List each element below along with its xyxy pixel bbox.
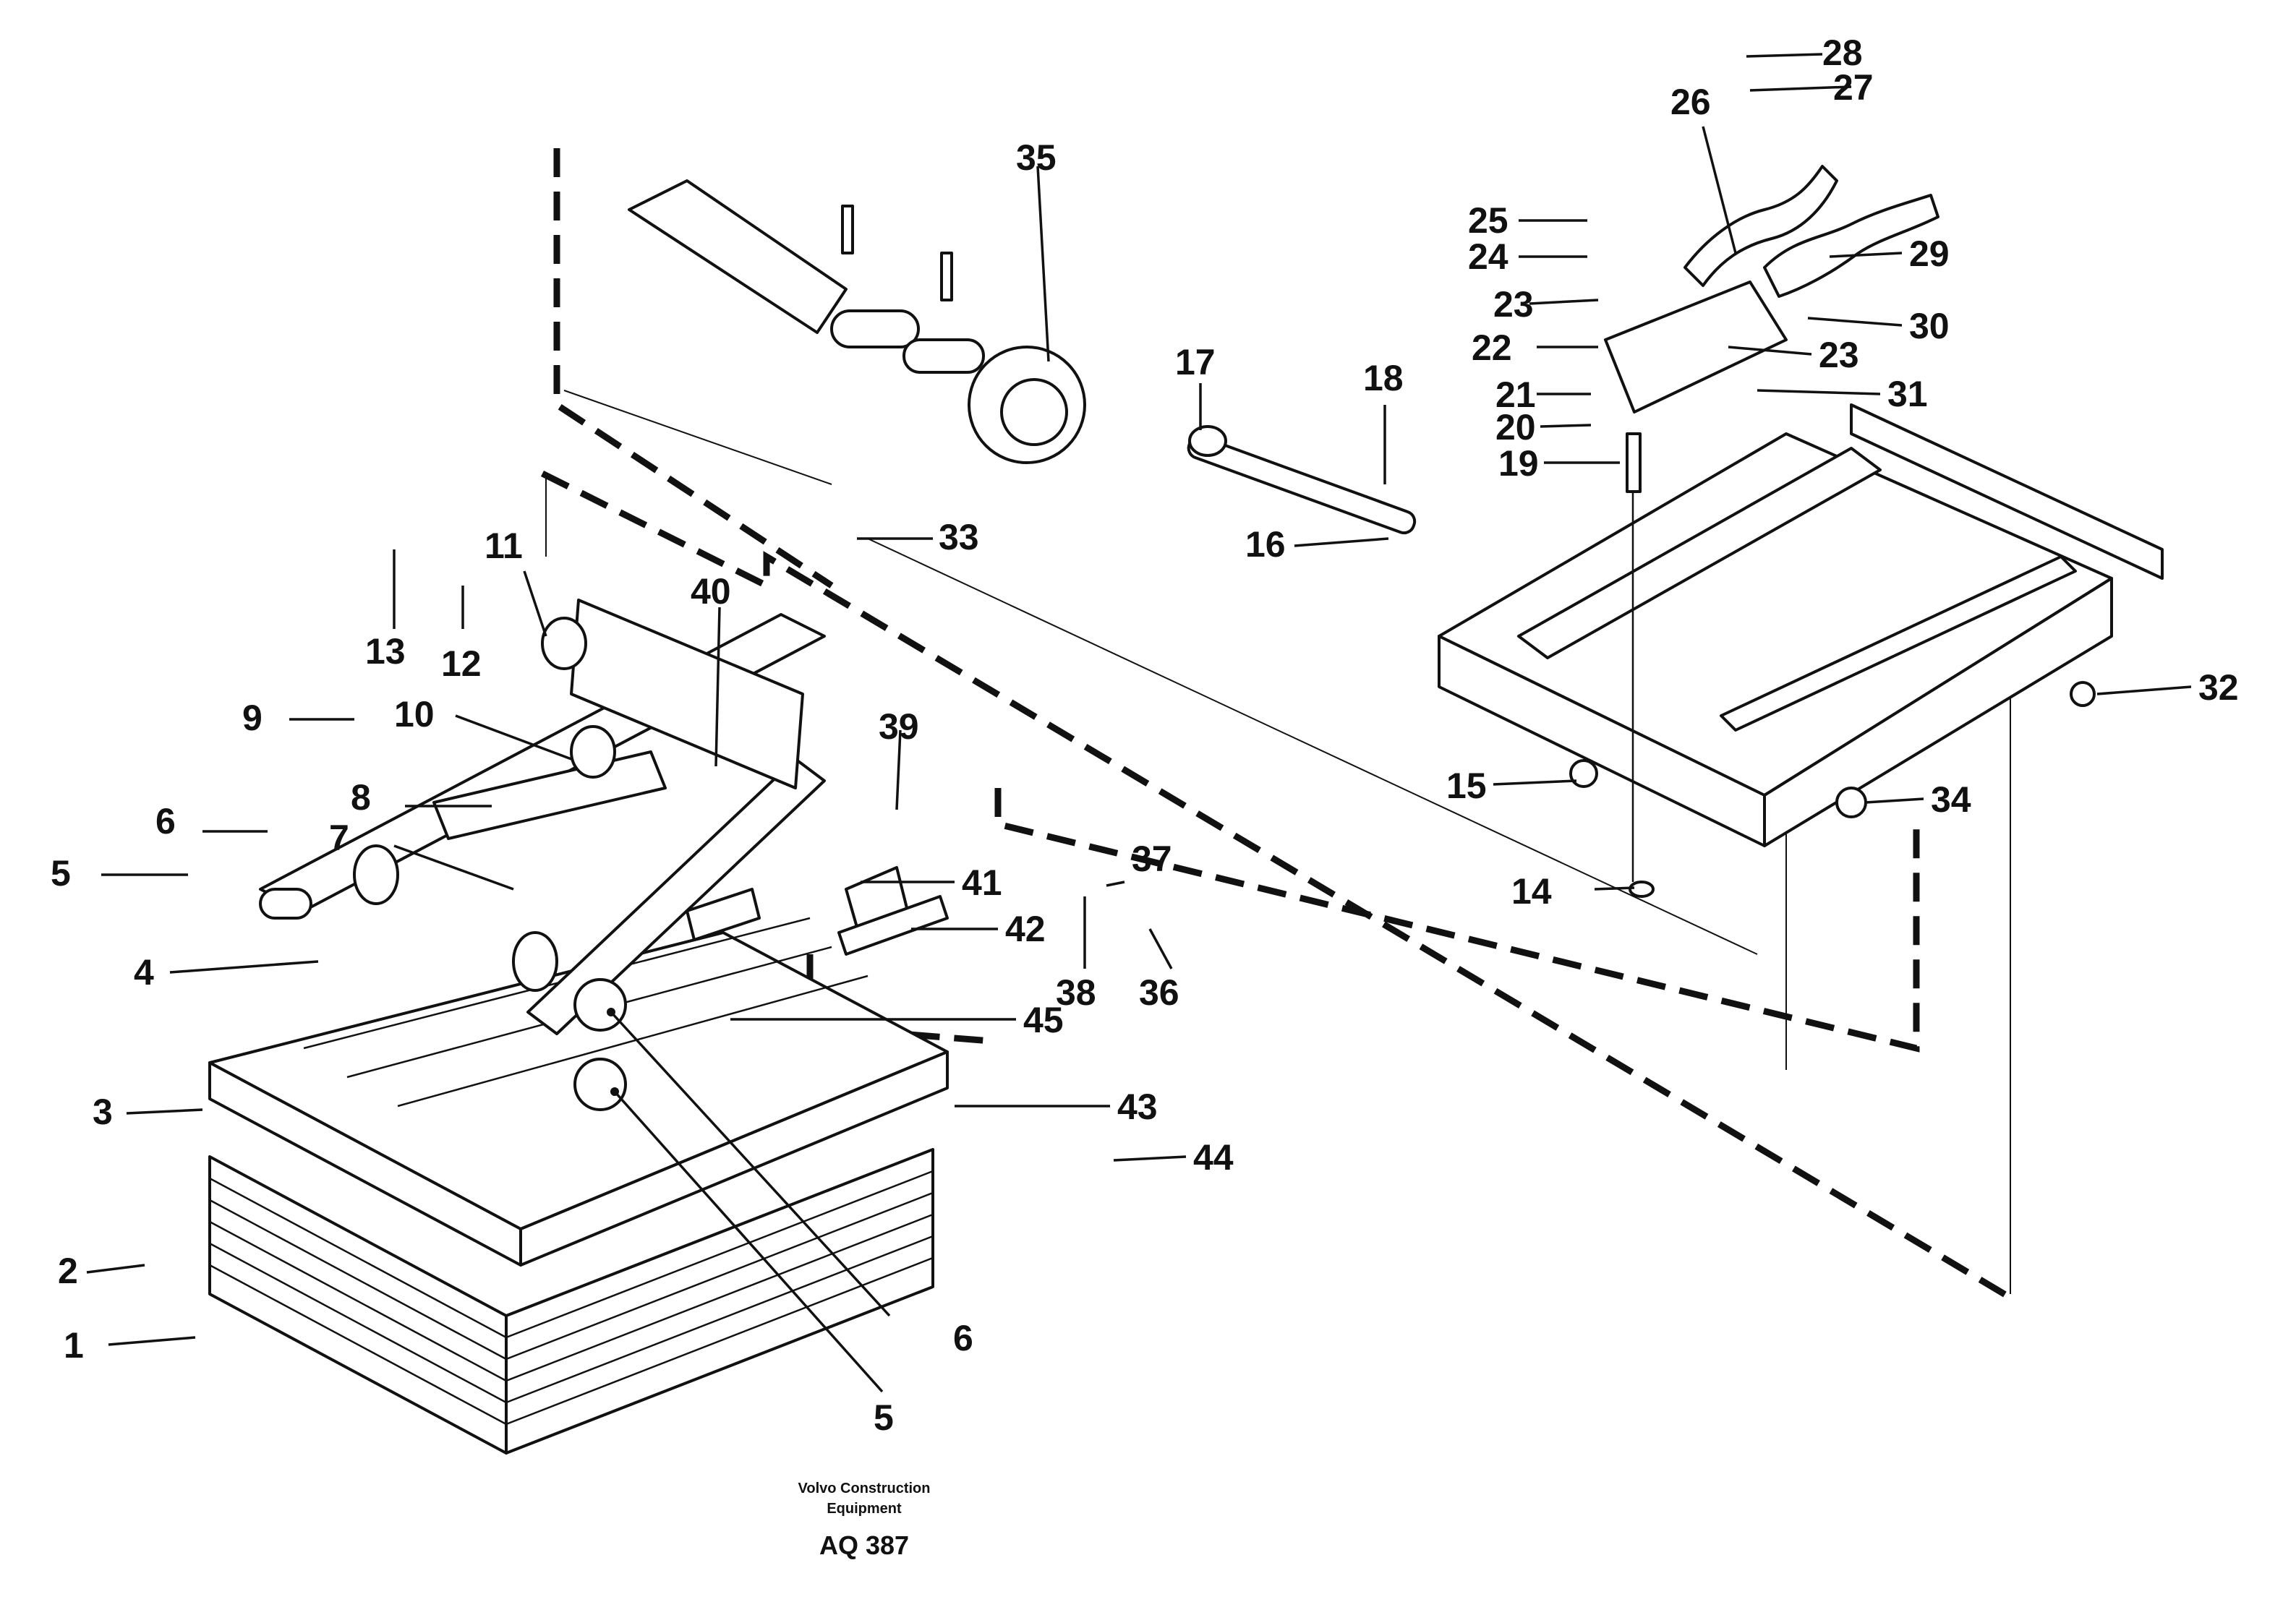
adjustment-knob-assembly [628,179,1086,464]
callout-24: 24 [1468,236,1508,277]
callout-20: 20 [1495,407,1536,447]
callout-29: 29 [1909,234,1950,274]
callout-17: 17 [1175,342,1216,382]
callout-1: 1 [64,1325,84,1366]
callout-4: 4 [134,952,154,993]
upper-frame [1438,403,2164,847]
callout-26: 26 [1670,82,1711,122]
callout-42: 42 [1005,909,1046,949]
callout-13: 13 [365,631,406,672]
callout-43: 43 [1117,1087,1158,1127]
callout-32: 32 [2198,667,2239,708]
callout-34: 34 [1931,779,1971,820]
callout-27: 27 [1833,67,1874,108]
callout-2: 2 [58,1251,78,1291]
callout-22: 22 [1472,327,1512,368]
callout-23: 23 [1493,284,1534,325]
callout-37: 37 [1132,839,1172,879]
callout-12: 12 [441,643,482,684]
callout-45: 45 [1023,1000,1064,1040]
callout-11: 11 [485,526,523,566]
callout-9: 9 [242,698,263,738]
credit-line-2: Equipment [827,1501,902,1517]
callout-25: 25 [1468,200,1508,241]
callout-16: 16 [1245,524,1286,565]
callout-38: 38 [1056,972,1096,1013]
callout-39: 39 [879,706,919,747]
callout-18: 18 [1363,358,1404,398]
credit-block: Volvo Construction Equipment AQ 387 [798,1481,931,1560]
callout-labels: 1 2 3 4 5 6 7 8 9 10 11 12 13 14 15 16 1… [51,33,2239,1438]
scissor-mechanism [259,599,949,1111]
callout-40: 40 [691,571,731,612]
callout-5b: 5 [874,1397,894,1438]
callout-30: 30 [1909,306,1950,346]
callout-10: 10 [394,694,435,734]
spring-lever-assembly [1187,165,1939,898]
callout-41: 41 [962,862,1002,903]
callout-6b: 6 [953,1318,973,1358]
callout-6: 6 [155,801,176,841]
callout-21: 21 [1495,374,1536,415]
callout-19: 19 [1498,443,1539,484]
callout-35: 35 [1016,137,1057,178]
callout-8: 8 [351,777,371,818]
callout-23b: 23 [1819,335,1859,375]
callout-44: 44 [1193,1137,1234,1178]
callout-14: 14 [1511,871,1552,912]
seat-base-bellows [208,917,949,1455]
callout-15: 15 [1446,766,1487,806]
callout-leaders [86,53,2192,1393]
callout-33: 33 [939,517,979,557]
callout-31: 31 [1887,374,1928,414]
callout-28: 28 [1822,33,1863,73]
callout-5: 5 [51,853,71,894]
callout-3: 3 [93,1092,113,1132]
callout-36: 36 [1139,972,1179,1013]
drawing-code: AQ 387 [819,1530,909,1560]
credit-line-1: Volvo Construction [798,1481,931,1496]
callout-7: 7 [329,818,349,858]
